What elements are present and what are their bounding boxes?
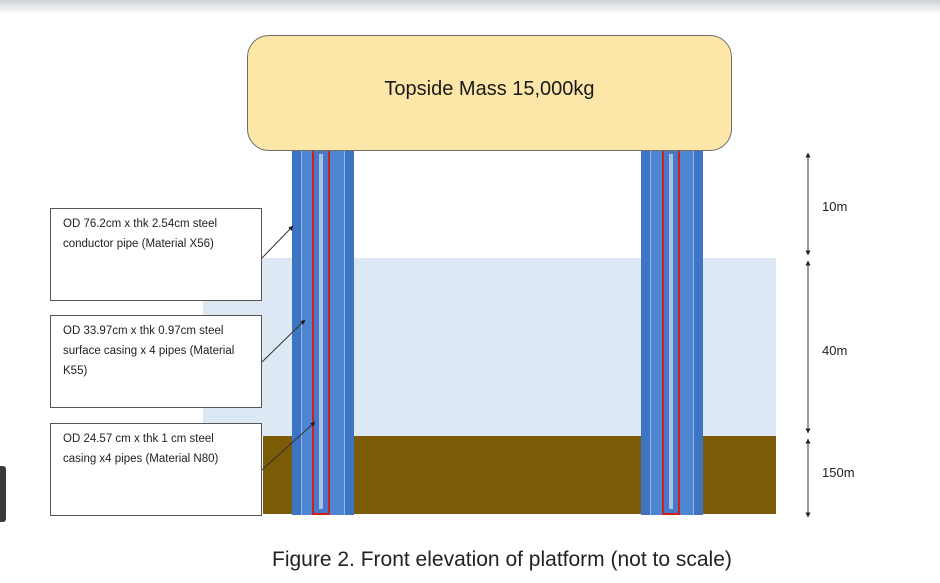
leader-inner-casing [261, 421, 316, 471]
dimension-label-150m: 150m [822, 465, 855, 480]
left-leg [292, 148, 354, 515]
callout-surface-casing-text: OD 33.97cm x thk 0.97cm steel surface ca… [63, 325, 235, 377]
right-casing-bore [669, 154, 673, 509]
callout-conductor-text: OD 76.2cm x thk 2.54cm steel conductor p… [63, 218, 218, 250]
dimension-label-10m: 10m [822, 199, 848, 214]
callout-surface-casing: OD 33.97cm x thk 0.97cm steel surface ca… [50, 315, 262, 408]
figure-caption: Figure 2. Front elevation of platform (n… [272, 548, 732, 571]
callout-inner-casing-text: OD 24.57 cm x thk 1 cm steel casing x4 p… [63, 433, 219, 465]
leader-conductor [261, 225, 294, 259]
dimension-label-40m: 40m [822, 343, 848, 358]
left-edge-marker [0, 466, 6, 522]
leader-surface-casing [261, 319, 306, 363]
left-casing-bore [319, 154, 323, 509]
right-leg [641, 148, 703, 515]
topside-deck: Topside Mass 15,000kg [247, 35, 732, 151]
window-top-edge [0, 0, 940, 14]
callout-inner-casing: OD 24.57 cm x thk 1 cm steel casing x4 p… [50, 423, 262, 516]
topside-label: Topside Mass 15,000kg [384, 77, 595, 100]
callout-conductor-pipe: OD 76.2cm x thk 2.54cm steel conductor p… [50, 208, 262, 301]
